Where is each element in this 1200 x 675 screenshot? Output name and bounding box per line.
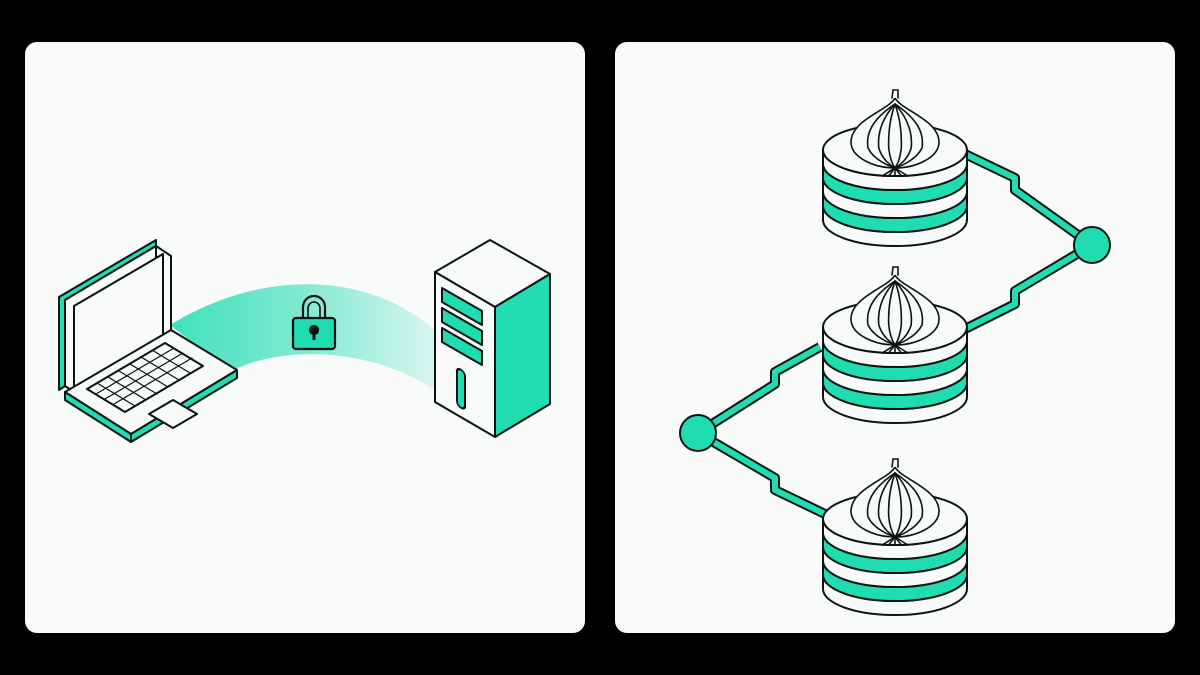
onion-icon bbox=[850, 266, 940, 354]
padlock-icon bbox=[291, 294, 337, 351]
onion-icon bbox=[850, 89, 940, 177]
laptop-icon bbox=[58, 239, 238, 443]
database-stack-icon bbox=[822, 458, 968, 616]
encrypted-connection-illustration bbox=[58, 239, 551, 443]
database-stack-icon bbox=[822, 266, 968, 424]
network-node-icon bbox=[679, 414, 717, 452]
network-node-icon bbox=[1073, 226, 1111, 264]
server-tower-icon bbox=[434, 239, 551, 438]
onion-routing-panel bbox=[615, 42, 1175, 633]
encrypted-connection-panel bbox=[25, 42, 585, 633]
onion-icon bbox=[850, 458, 940, 546]
database-stack-icon bbox=[822, 89, 968, 247]
onion-routing-illustration bbox=[679, 89, 1111, 616]
network-connections bbox=[695, 149, 1095, 519]
